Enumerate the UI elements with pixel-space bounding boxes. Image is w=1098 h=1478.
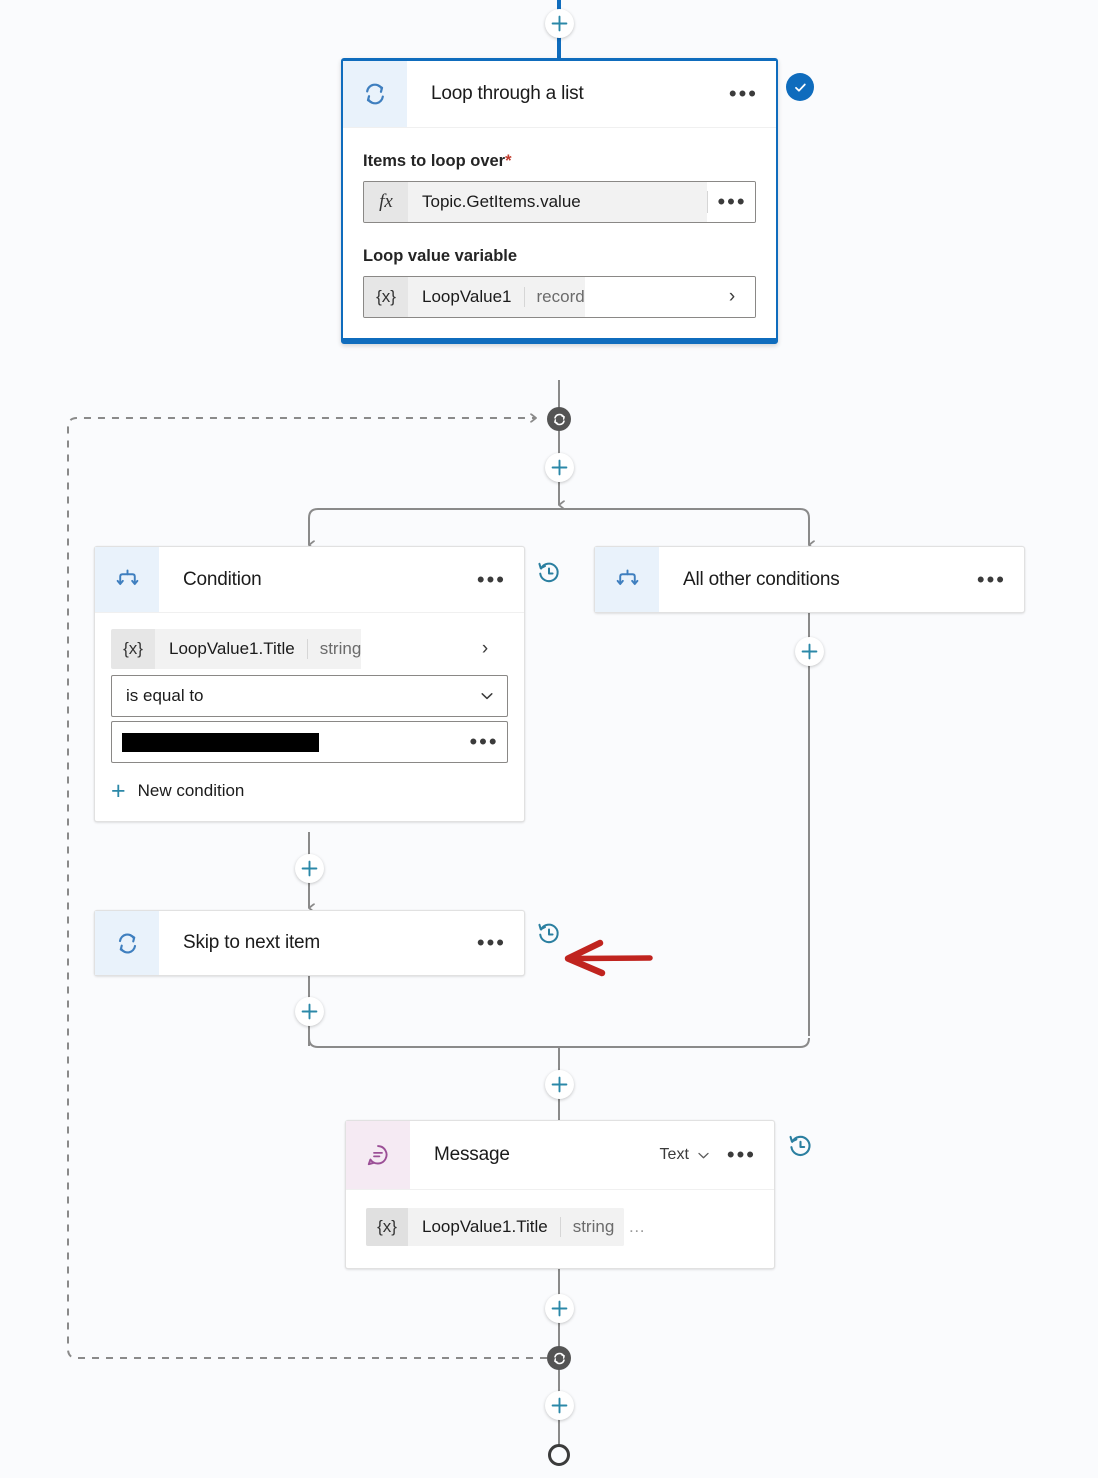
add-step-button-after-merge[interactable] xyxy=(545,1070,574,1099)
condition-value-field[interactable]: ••• xyxy=(111,721,508,763)
condition-history-icon[interactable] xyxy=(536,560,562,586)
formula-icon: fx xyxy=(364,182,408,222)
plus-icon xyxy=(551,1300,568,1317)
node-header: Loop through a list ••• xyxy=(343,61,776,127)
branch-icon xyxy=(95,547,159,612)
loop-back-node-top[interactable] xyxy=(547,407,571,431)
add-step-button-condition-branch[interactable] xyxy=(295,854,324,883)
condition-operator-select[interactable]: is equal to xyxy=(111,675,508,717)
plus-icon xyxy=(301,860,318,877)
loop-back-icon xyxy=(553,1352,565,1364)
node-header: All other conditions ••• xyxy=(595,547,1024,612)
plus-icon xyxy=(551,459,568,476)
variable-icon: {x} xyxy=(111,629,155,669)
redacted-value xyxy=(122,732,319,752)
condition-operator-value: is equal to xyxy=(126,686,204,705)
chevron-down-icon xyxy=(481,693,493,700)
loop-value-variable-label: Loop value variable xyxy=(363,247,518,265)
chevron-down-icon xyxy=(698,1152,709,1158)
add-step-button-after-skip[interactable] xyxy=(295,997,324,1026)
node-title: Condition xyxy=(183,568,262,590)
loop-value-variable-type: record xyxy=(523,287,585,307)
node-header: Skip to next item ••• xyxy=(95,911,524,975)
condition-variable-value: LoopValue1.Title xyxy=(155,629,307,669)
condition-variable-field[interactable]: {x} LoopValue1.Title string › xyxy=(111,629,508,669)
loop-value-variable-value: LoopValue1 xyxy=(408,277,524,317)
node-condition[interactable]: Condition ••• {x} LoopValue1.Title strin… xyxy=(94,546,525,822)
items-field-menu-button[interactable]: ••• xyxy=(717,189,747,214)
message-type-selector[interactable]: Text xyxy=(660,1146,711,1164)
node-menu-button[interactable]: ••• xyxy=(976,566,1006,592)
node-all-other-conditions[interactable]: All other conditions ••• xyxy=(594,546,1025,613)
node-title: Loop through a list xyxy=(431,83,584,104)
plus-icon xyxy=(301,1003,318,1020)
node-skip-to-next-item[interactable]: Skip to next item ••• xyxy=(94,910,525,976)
message-variable-value: LoopValue1.Title xyxy=(408,1208,560,1246)
loop-back-icon xyxy=(553,413,565,425)
plus-icon xyxy=(801,643,818,660)
red-left-arrow-annotation xyxy=(564,939,653,977)
required-marker: * xyxy=(505,152,512,170)
chevron-right-icon[interactable]: › xyxy=(481,638,489,659)
divider xyxy=(707,191,708,213)
add-step-button-after-message[interactable] xyxy=(545,1294,574,1323)
node-body: {x} LoopValue1.Title string › is equal t… xyxy=(95,612,524,821)
branch-icon xyxy=(595,547,659,612)
variable-icon: {x} xyxy=(366,1208,408,1246)
add-step-button-before-branch[interactable] xyxy=(545,453,574,482)
node-menu-button[interactable]: ••• xyxy=(476,566,506,592)
loop-icon xyxy=(95,911,159,975)
items-to-loop-over-value: Topic.GetItems.value xyxy=(408,182,707,222)
message-variable-type: string xyxy=(559,1217,625,1237)
message-variable-chip[interactable]: {x} LoopValue1.Title string xyxy=(366,1208,625,1246)
new-condition-button[interactable]: + New condition xyxy=(111,777,508,805)
node-header: Condition ••• xyxy=(95,547,524,612)
node-title: Skip to next item xyxy=(183,932,321,953)
message-content-overflow: … xyxy=(628,1217,647,1236)
status-badge xyxy=(786,73,814,101)
node-menu-button[interactable]: ••• xyxy=(476,930,506,955)
message-bubble-icon xyxy=(346,1121,410,1189)
node-menu-button[interactable]: ••• xyxy=(726,1142,756,1167)
node-loop-through-a-list[interactable]: Loop through a list ••• Items to loop ov… xyxy=(341,58,778,344)
end-node-icon xyxy=(548,1444,570,1466)
node-body: Items to loop over* fx Topic.GetItems.va… xyxy=(343,127,776,338)
plus-icon xyxy=(551,15,568,32)
loop-value-variable-field[interactable]: {x} LoopValue1 record › xyxy=(363,276,756,318)
node-body: {x} LoopValue1.Title string … xyxy=(346,1189,774,1268)
node-message[interactable]: Message Text ••• {x} LoopValue1.Title st… xyxy=(345,1120,775,1269)
variable-icon: {x} xyxy=(364,277,408,317)
plus-icon xyxy=(551,1076,568,1093)
new-condition-label: New condition xyxy=(137,781,245,800)
condition-value-menu-button[interactable]: ••• xyxy=(469,729,499,754)
node-title: Message xyxy=(434,1144,510,1165)
loop-back-node-bottom[interactable] xyxy=(547,1346,571,1370)
items-to-loop-over-field[interactable]: fx Topic.GetItems.value ••• xyxy=(363,181,756,223)
node-header: Message Text ••• xyxy=(346,1121,774,1189)
items-to-loop-over-label: Items to loop over* xyxy=(363,152,512,170)
plus-icon: + xyxy=(111,777,126,805)
condition-variable-type: string xyxy=(306,639,361,659)
node-menu-button[interactable]: ••• xyxy=(728,81,758,106)
chevron-right-icon[interactable]: › xyxy=(728,286,736,307)
add-step-button-end[interactable] xyxy=(545,1391,574,1420)
node-title: All other conditions xyxy=(683,568,840,590)
message-type-value: Text xyxy=(659,1146,689,1163)
loop-icon xyxy=(343,61,407,127)
skip-history-icon[interactable] xyxy=(536,921,562,947)
message-content-row[interactable]: {x} LoopValue1.Title string … xyxy=(366,1208,754,1246)
checkmark-icon xyxy=(794,83,806,92)
add-step-button-else-branch[interactable] xyxy=(795,637,824,666)
message-history-icon[interactable] xyxy=(787,1133,813,1159)
add-step-button-top[interactable] xyxy=(545,9,574,38)
plus-icon xyxy=(551,1397,568,1414)
